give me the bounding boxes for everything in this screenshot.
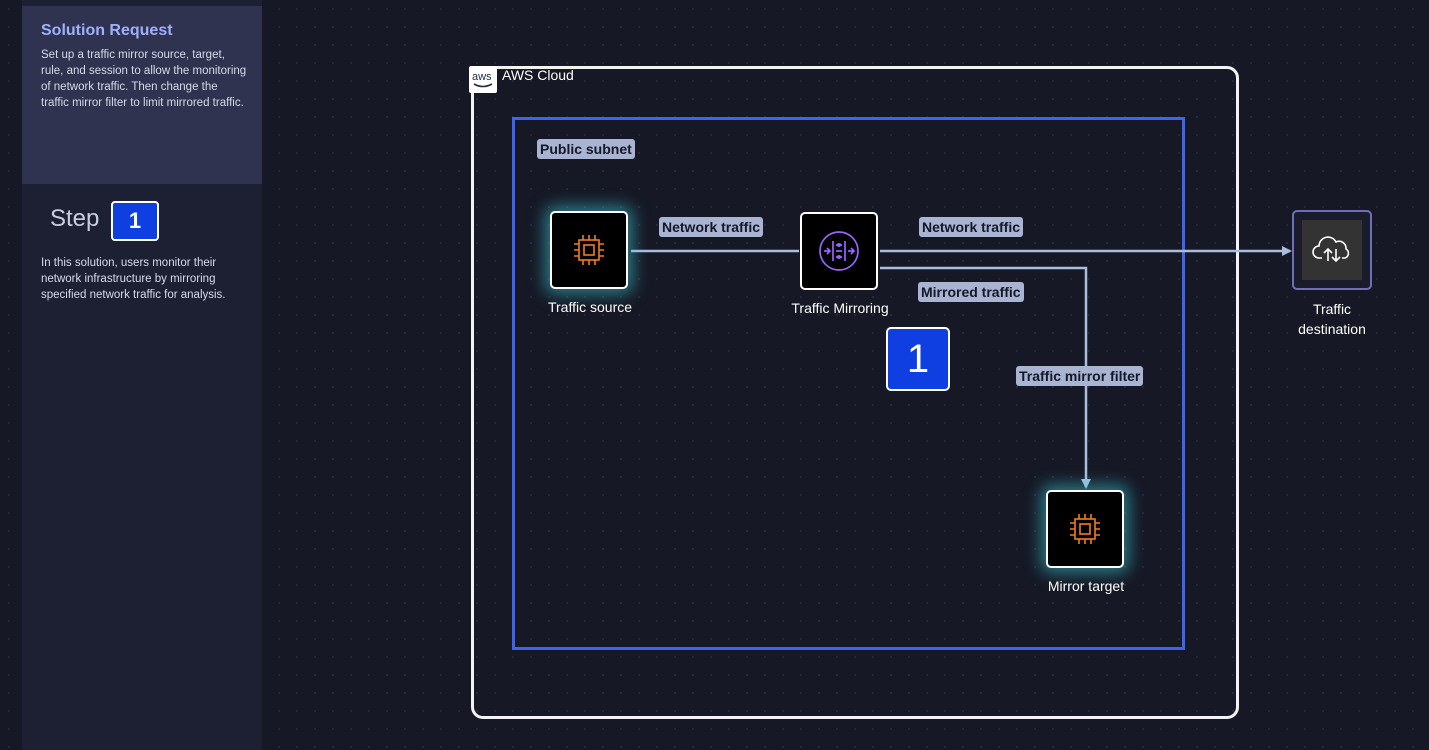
traffic-destination-label-line2: destination [1298,321,1366,337]
traffic-mirroring-label: Traffic Mirroring [791,300,889,316]
diagram-step-badge[interactable]: 1 [886,327,950,391]
traffic-destination-node[interactable] [1292,210,1372,290]
edge-label-network-traffic-1: Network traffic [659,217,764,237]
step-label: Step [50,205,100,232]
edge-mirrored-traffic [880,266,1091,489]
mirror-target-node[interactable] [1046,490,1124,568]
mirror-target-label: Mirror target [1047,578,1125,594]
edge-label-network-traffic-2: Network traffic [919,217,1024,237]
svg-text:aws: aws [472,71,492,83]
aws-cloud-group [471,66,1239,719]
aws-logo-icon: aws [469,66,497,93]
chip-icon [1070,514,1100,544]
traffic-source-node[interactable] [550,211,628,289]
cloud-upload-download-icon [1312,236,1350,263]
traffic-mirroring-node[interactable] [800,212,878,290]
public-subnet-label: Public subnet [537,139,635,159]
step-number-badge[interactable]: 1 [111,201,159,241]
solution-request-panel: Solution Request Set up a traffic mirror… [22,6,262,184]
edge-label-mirrored-traffic: Mirrored traffic [918,282,1024,302]
chip-icon [574,235,604,265]
step-description: In this solution, users monitor their ne… [41,257,226,301]
traffic-destination-label: Traffic destination [1282,299,1382,339]
public-subnet-group [512,117,1185,650]
solution-request-text: Set up a traffic mirror source, target, … [41,49,247,109]
solution-request-title: Solution Request [41,22,173,39]
traffic-source-label: Traffic source [547,299,633,315]
aws-cloud-label: AWS Cloud [502,67,574,83]
traffic-destination-label-line1: Traffic [1312,301,1352,317]
traffic-destination-icon-box [1302,220,1362,280]
traffic-mirroring-icon [819,231,859,271]
edge-label-traffic-mirror-filter: Traffic mirror filter [1016,366,1144,386]
